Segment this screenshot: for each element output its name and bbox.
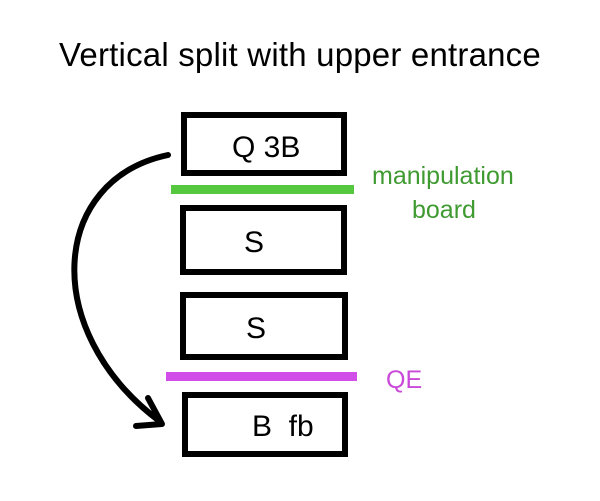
box-s-upper [180, 205, 347, 275]
box-b-fb [182, 392, 348, 457]
manipulation-board-label-1: manipulation [372, 162, 514, 190]
box-q3b-label: Q 3B [232, 131, 301, 164]
box-b-fb-label: B fb [252, 410, 314, 443]
qe-line [166, 372, 357, 381]
arrow-head-icon [133, 395, 165, 429]
manipulation-board-line [171, 185, 354, 194]
box-s-lower-label: S [246, 312, 267, 345]
diagram-title: Vertical split with upper entrance [59, 36, 541, 73]
box-q3b [181, 112, 347, 176]
arrow-curve [71, 152, 171, 423]
qe-label: QE [386, 366, 423, 394]
box-s-lower [180, 292, 348, 360]
box-s-upper-label: S [244, 226, 265, 259]
manipulation-board-label-2: board [412, 196, 476, 224]
